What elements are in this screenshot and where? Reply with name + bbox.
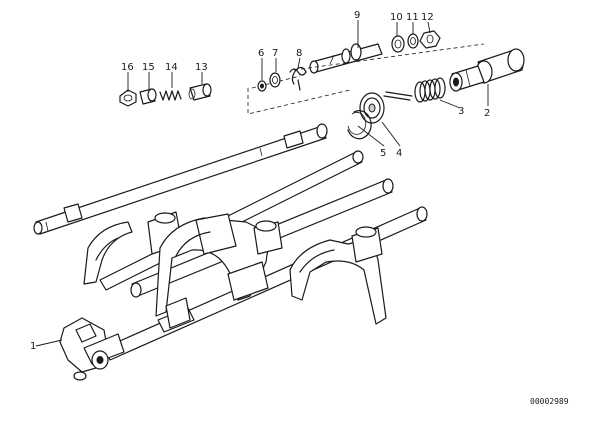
callout-12: 12 <box>421 12 434 23</box>
callout-6: 6 <box>258 48 264 59</box>
plug-part-13 <box>188 83 212 101</box>
callout-11: 11 <box>406 12 419 23</box>
callout-7: 7 <box>272 48 278 59</box>
spring-clip-part-8 <box>289 66 307 91</box>
callout-9: 9 <box>354 10 360 21</box>
callout-16: 16 <box>121 62 134 73</box>
assembly-line <box>293 43 485 71</box>
ring-part-7 <box>269 72 281 88</box>
circlip-part-5 <box>347 110 372 140</box>
ring-part-11 <box>407 33 419 49</box>
callout-3: 3 <box>458 106 464 117</box>
leader-lines <box>35 20 489 347</box>
nut-part-12 <box>419 30 441 49</box>
selector-block-part-1 <box>59 317 125 381</box>
shift-fork-right <box>289 226 387 325</box>
spring-part-14 <box>159 90 182 101</box>
callout-15: 15 <box>142 62 155 73</box>
callout-1: 1 <box>30 341 36 352</box>
callout-2: 2 <box>484 108 490 119</box>
detent-shaft-part-9 <box>309 43 383 74</box>
assembly-line <box>247 88 351 115</box>
callout-13: 13 <box>195 62 208 73</box>
drawing-reference-number: 00002989 <box>530 397 569 406</box>
callout-4: 4 <box>396 148 402 159</box>
callout-8: 8 <box>296 48 302 59</box>
callout-5: 5 <box>380 148 386 159</box>
sleeve-part-15 <box>139 88 157 105</box>
housing-part-2 <box>449 48 525 92</box>
selector-rod-top <box>33 123 328 235</box>
washer-part-6 <box>257 80 267 92</box>
cap-part-16 <box>119 89 137 107</box>
fork-end-block <box>165 261 269 329</box>
cover-part-4 <box>359 92 385 124</box>
ring-part-10 <box>391 35 405 53</box>
spring-part-3 <box>383 77 446 103</box>
callout-14: 14 <box>165 62 178 73</box>
callout-10: 10 <box>390 12 403 23</box>
